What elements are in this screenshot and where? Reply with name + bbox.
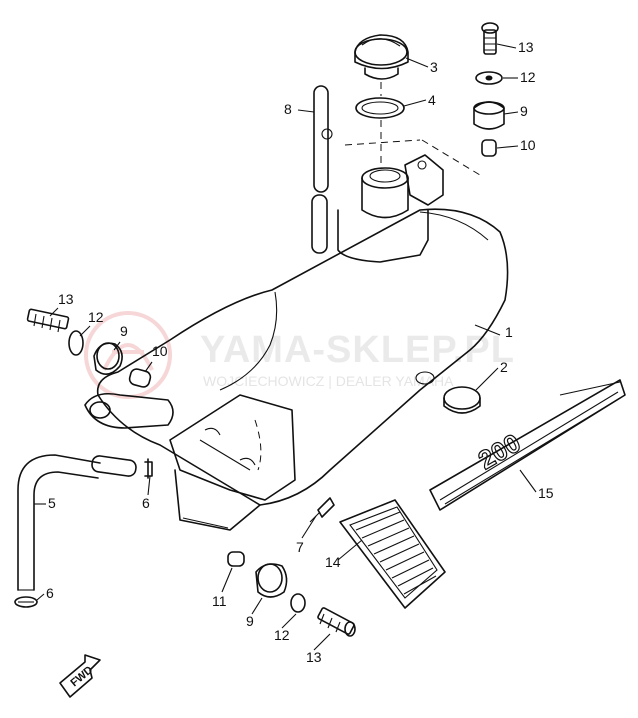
fuel-hose — [17, 454, 137, 591]
fwd-arrow-icon: FWD — [59, 654, 101, 698]
lower-mount-stack — [227, 551, 356, 637]
callout-collar: 11 — [212, 593, 227, 609]
callout-tank-plug: 2 — [500, 359, 508, 375]
leader-line-c9c — [251, 597, 263, 615]
callout-washer: 12 — [520, 69, 536, 85]
watermark-subtitle: WOJCIECHOWICZ | DEALER YAMAHA — [203, 373, 454, 389]
leader-line-c12c — [281, 613, 297, 629]
callout-collar: 10 — [152, 343, 168, 359]
callout-knee-pad: 14 — [325, 554, 341, 570]
callout-hose-clip: 6 — [46, 585, 54, 601]
breather-pipe — [311, 85, 333, 254]
callout-collar: 10 — [520, 137, 536, 153]
leader-line-c14 — [337, 539, 363, 561]
leader-line-c3 — [405, 57, 429, 68]
callout-rubber-damper: 9 — [120, 323, 128, 339]
leader-line-c10b — [144, 361, 153, 373]
leader-line-c10a — [496, 145, 519, 149]
watermark: YAMA-SKLEP.PL WOJCIECHOWICZ | DEALER YAM… — [84, 311, 515, 399]
leader-line-c12b — [79, 325, 91, 337]
tank-plug — [415, 371, 481, 414]
leader-line-c4 — [403, 99, 427, 107]
callout-small-screw: 7 — [296, 539, 304, 555]
cap-gasket — [355, 97, 405, 119]
callout-hose-clip: 6 — [142, 495, 150, 511]
watermark-logo-mark — [102, 343, 154, 371]
leader-line-c13a — [496, 43, 517, 49]
hose-clips — [14, 458, 153, 608]
fuel-cap — [354, 34, 409, 80]
leader-line-c11 — [221, 567, 233, 593]
decal-text: 200 — [473, 428, 526, 476]
callout-emblem-decal: 15 — [538, 485, 554, 501]
leader-line-c15 — [519, 469, 537, 493]
callout-washer: 12 — [88, 309, 104, 325]
knee-pad — [339, 499, 446, 609]
leader-line-c6b — [36, 593, 45, 601]
callout-fuel-cap: 3 — [430, 59, 438, 75]
callout-rubber-damper: 9 — [520, 103, 528, 119]
watermark-title: YAMA-SKLEP.PL — [200, 329, 515, 371]
callout-fuel-hose: 5 — [48, 495, 56, 511]
emblem-decal: 200 — [429, 379, 626, 511]
leader-line-c9a — [503, 111, 519, 115]
callout-rubber-damper: 9 — [246, 613, 254, 629]
callout-breather-pipe: 8 — [284, 101, 292, 117]
leader-line-c13c — [313, 633, 331, 651]
callout-bolt: 13 — [306, 649, 322, 665]
fuel-tank — [84, 154, 509, 531]
callout-bolt: 13 — [518, 39, 534, 55]
left-mount-stack — [26, 308, 152, 388]
callout-bolt: 13 — [58, 291, 74, 307]
watermark-logo-icon — [84, 311, 172, 399]
small-screw — [309, 497, 335, 523]
callout-washer: 12 — [274, 627, 290, 643]
leader-line-c8 — [297, 109, 315, 113]
callout-cap-gasket: 4 — [428, 92, 436, 108]
leader-line-c13b — [49, 307, 59, 317]
top-mount-stack — [473, 22, 505, 157]
leader-line-c9b — [113, 341, 121, 351]
leader-line-c6a — [147, 475, 151, 496]
leader-line-c1 — [474, 324, 501, 336]
callout-fuel-tank: 1 — [505, 324, 513, 340]
leader-line-c7 — [301, 515, 317, 539]
leader-line-c2 — [475, 367, 499, 391]
